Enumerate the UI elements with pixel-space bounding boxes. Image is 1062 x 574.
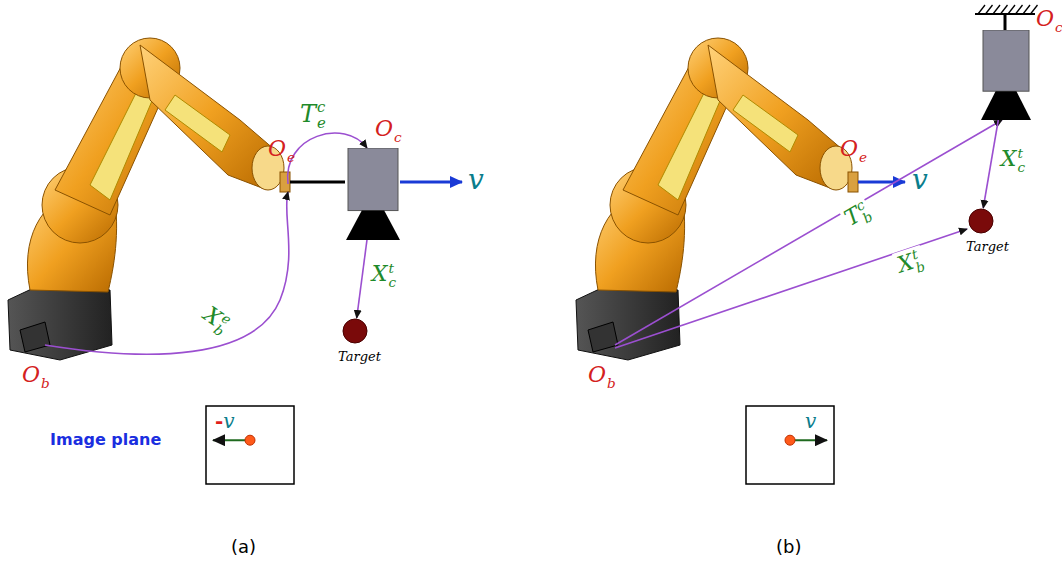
target-label: Target [338, 350, 381, 363]
frame-name: O c [375, 116, 402, 145]
image-plane: -v [205, 405, 295, 485]
frame-name: O b [22, 362, 50, 391]
vector-arrow [357, 240, 367, 318]
frame-name: O e [268, 136, 295, 165]
image-plane-frame [745, 405, 835, 485]
panel-label: (b) [776, 538, 801, 556]
transform-label: Xtb [892, 245, 929, 281]
target-symbol [342, 318, 368, 344]
velocity-symbol: v [805, 411, 816, 431]
frame-name: O b [588, 362, 616, 391]
frame-name: O e [840, 136, 867, 165]
target-symbol [968, 208, 994, 234]
velocity-symbol: -v [215, 411, 235, 431]
target-point: Target [342, 318, 368, 344]
target-point: Target [968, 208, 994, 234]
velocity-symbol: v [912, 166, 928, 194]
transform-label: Tce [300, 100, 326, 131]
target-label: Target [966, 240, 1009, 253]
image-plane: v [745, 405, 835, 485]
camera-symbol [980, 30, 1032, 120]
camera-symbol [345, 148, 401, 240]
transform-label: Xeb [196, 300, 237, 340]
frame-name: O c [1036, 6, 1062, 35]
vector-arrow [983, 120, 998, 208]
velocity-symbol: v [468, 166, 484, 194]
transform-label: Tcb [838, 196, 877, 235]
caption-label: Image plane [50, 432, 161, 448]
transform-label: Xtc [999, 146, 1027, 175]
transform-label: Xtc [370, 261, 398, 290]
camera: O c [980, 30, 1032, 120]
camera: O c [345, 148, 401, 240]
panel-label: (a) [231, 538, 256, 556]
